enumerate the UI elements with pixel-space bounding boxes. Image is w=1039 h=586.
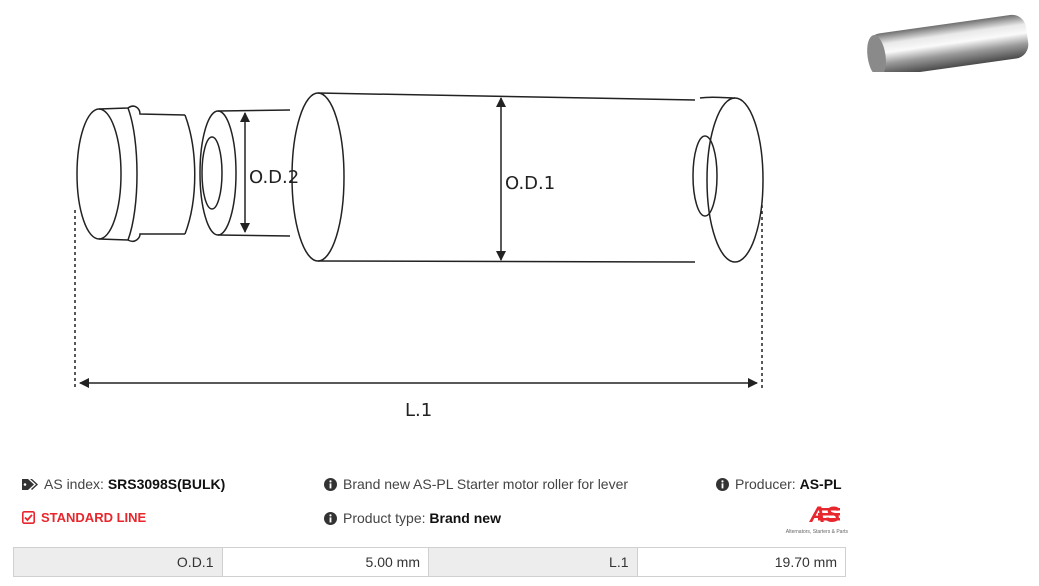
tags-icon: [22, 478, 38, 491]
l1-label: L.1: [405, 400, 432, 421]
info-circle-icon: [716, 478, 729, 491]
od1-label: O.D.1: [505, 173, 555, 194]
product-type: Product type: Brand new: [324, 510, 501, 526]
product-type-value: Brand new: [429, 510, 501, 526]
product-type-label: Product type:: [343, 510, 426, 526]
producer-value: AS-PL: [799, 476, 842, 492]
as-index-label: AS index:: [44, 476, 104, 492]
info-circle-icon: [324, 512, 337, 525]
product-photo[interactable]: [855, 0, 1039, 80]
producer-label: Producer:: [735, 476, 796, 492]
od2-label: O.D.2: [249, 167, 299, 188]
spec-value-od1: 5.00 mm: [221, 548, 429, 576]
standard-line-text: STANDARD LINE: [41, 510, 147, 525]
as-index: AS index: SRS3098S(BULK): [22, 476, 225, 492]
technical-drawing: O.D.2 O.D.1 L.1: [74, 92, 764, 421]
roller-outline: [76, 92, 764, 263]
standard-line-badge: STANDARD LINE: [22, 510, 146, 525]
info-circle-icon: [324, 478, 337, 491]
producer: Producer: AS-PL: [716, 476, 842, 492]
spec-label-od1: O.D.1: [14, 548, 222, 576]
as-pl-logo: AS Alternators, Starters & Parts: [786, 502, 849, 535]
description-text: Brand new AS-PL Starter motor roller for…: [343, 476, 629, 492]
checkbox-icon: [22, 511, 35, 524]
product-description: Brand new AS-PL Starter motor roller for…: [324, 476, 628, 492]
spec-value-l1: 19.70 mm: [636, 548, 845, 576]
specs-table: O.D.1 5.00 mm L.1 19.70 mm: [13, 547, 846, 577]
as-index-value: SRS3098S(BULK): [107, 476, 226, 492]
logo-tagline: Alternators, Starters & Parts: [786, 529, 849, 535]
spec-label-l1: L.1: [429, 548, 637, 576]
